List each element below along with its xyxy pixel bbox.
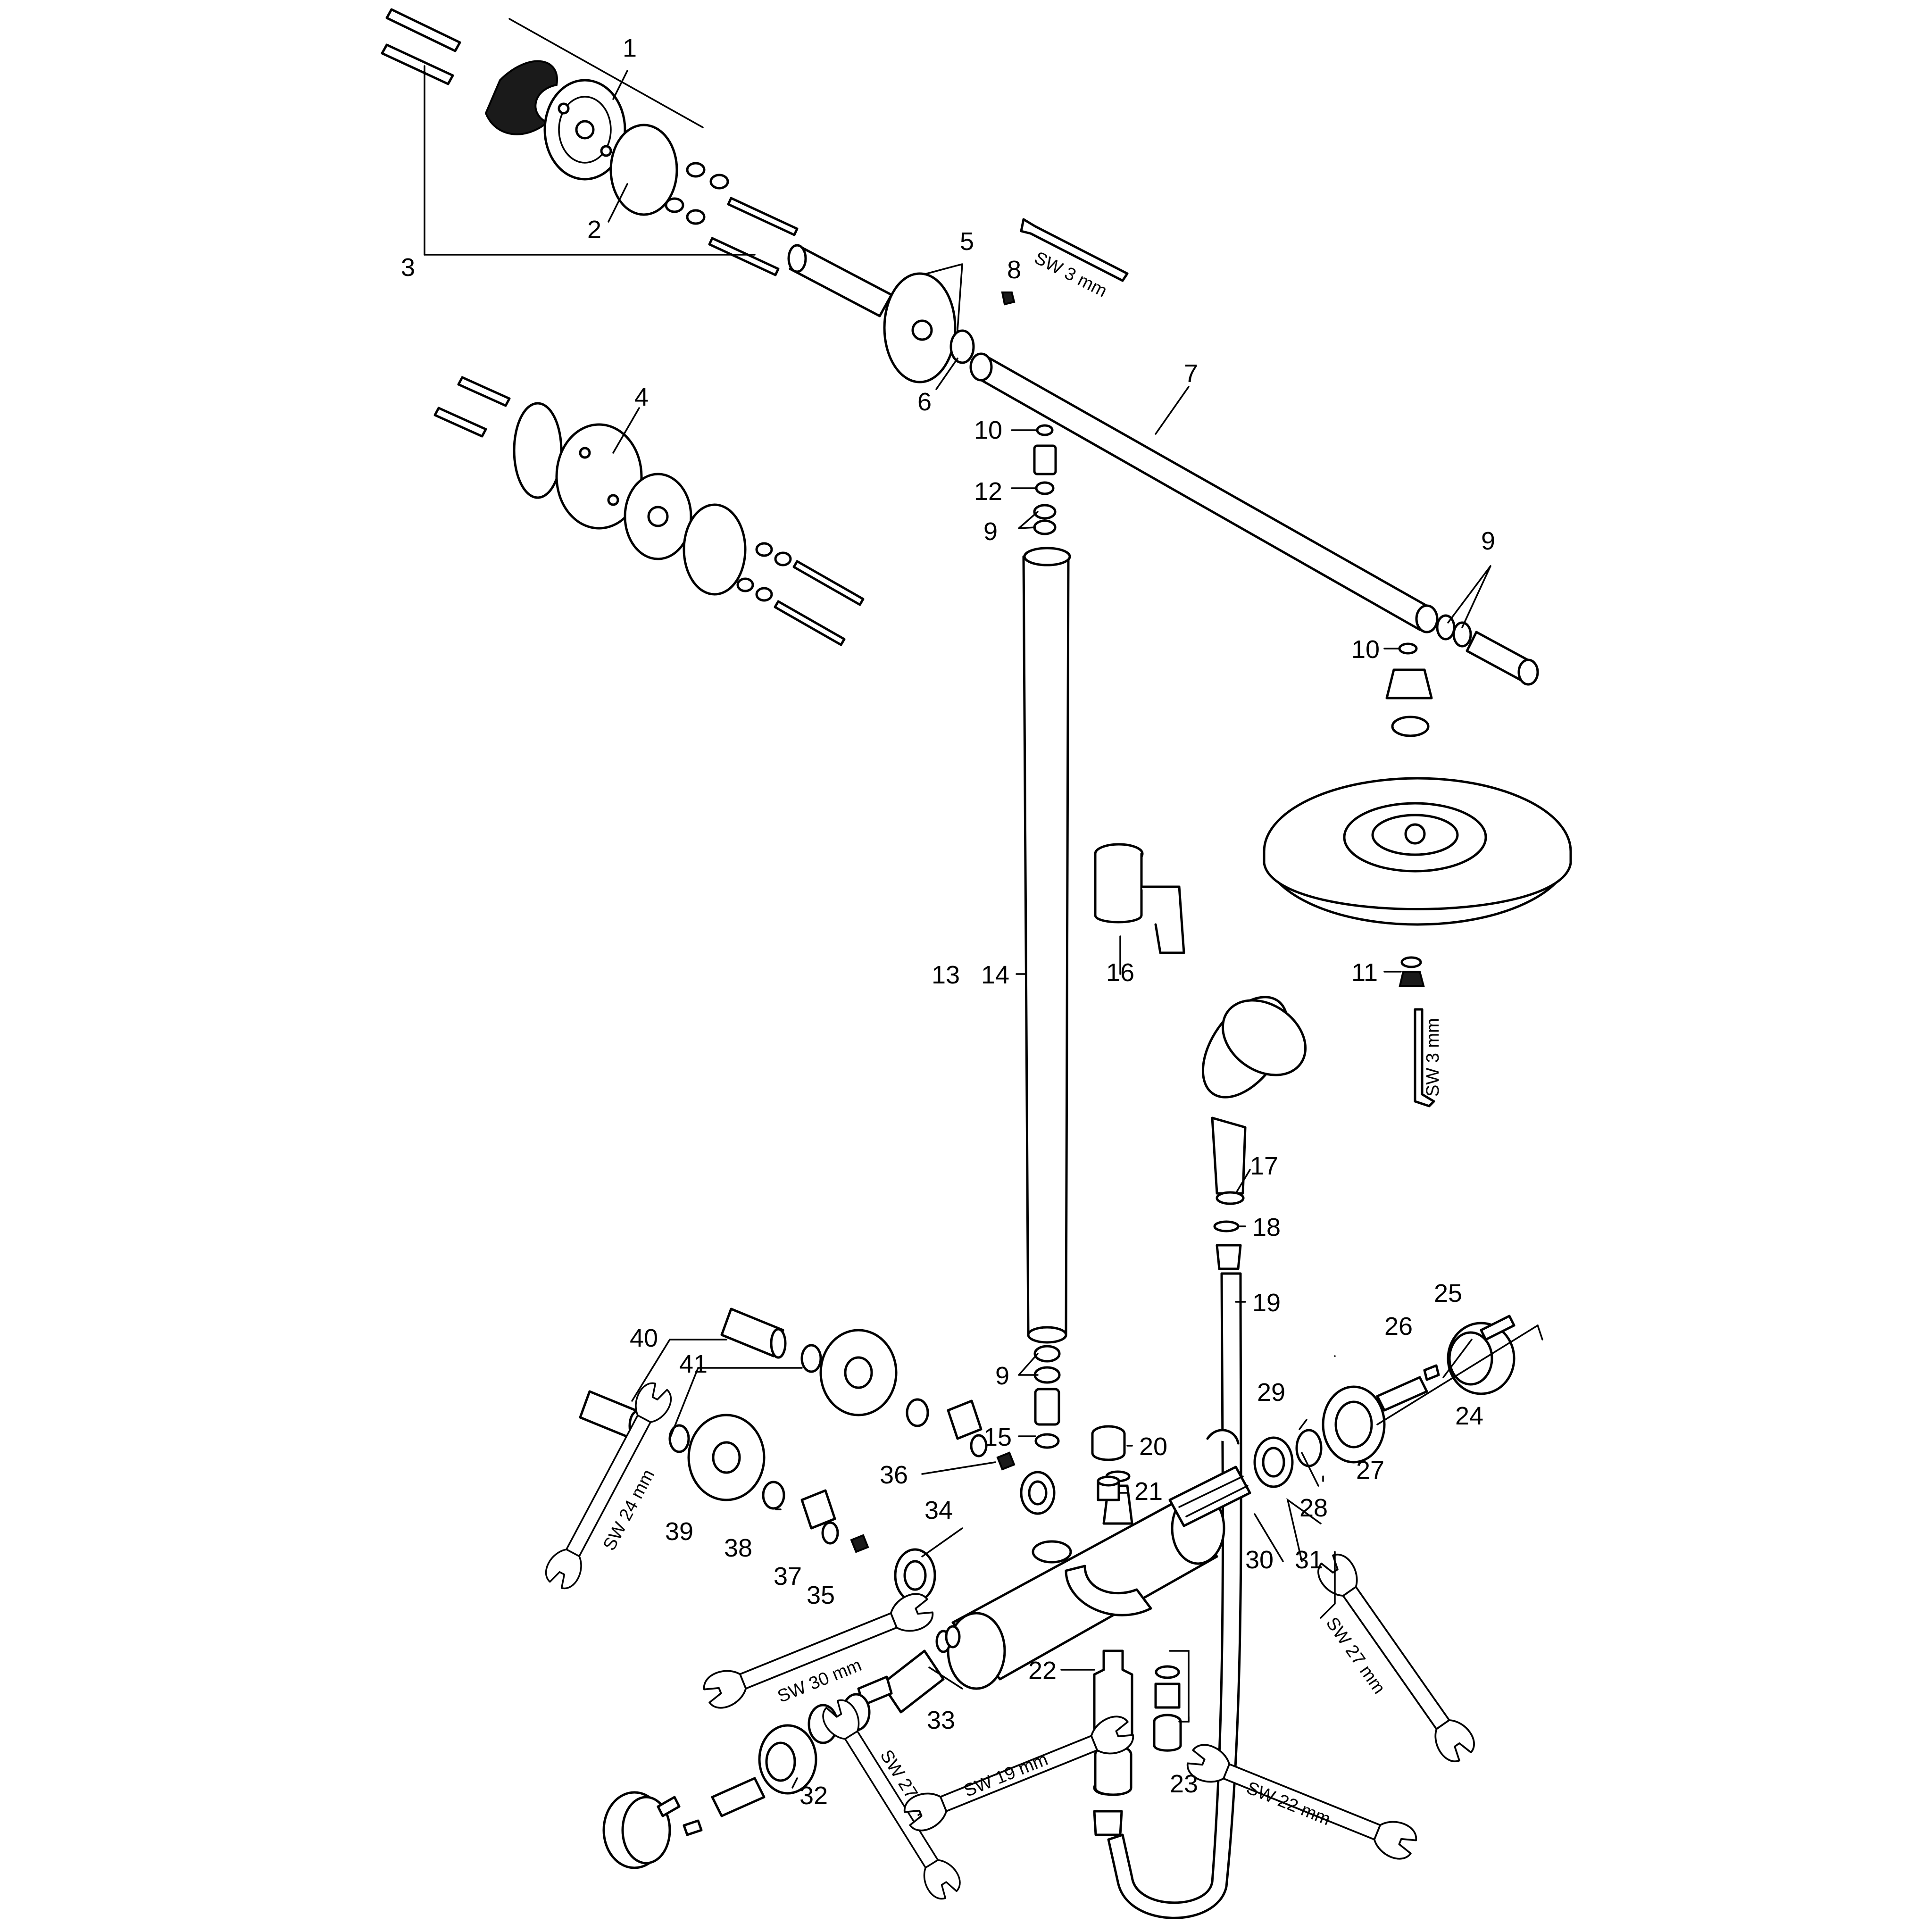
connector-15 (1034, 1388, 1060, 1426)
set-screw-8 (1001, 291, 1016, 306)
ring-38 (762, 1481, 785, 1510)
mounting-plate-gasket (484, 60, 558, 135)
right-cartridge-group (1168, 1315, 1543, 1527)
open-end-wrench-icon: SW 27 mm (1311, 1548, 1481, 1768)
label-part-2: 2 (587, 216, 601, 244)
hex-key-right-label: SW 3 mm (1423, 1018, 1443, 1097)
head-connector (1385, 668, 1433, 700)
shower-hose-19 (1107, 1272, 1242, 1919)
label-part-9-riser-top: 9 (983, 517, 998, 546)
hex-key-top-label: SW 3 mm (1031, 248, 1110, 301)
label-part-29: 29 (1257, 1378, 1285, 1407)
label-part-19: 19 (1252, 1289, 1281, 1317)
seal-41-top (800, 1344, 822, 1373)
label-part-40: 40 (630, 1324, 658, 1352)
label-part-25: 25 (1434, 1279, 1462, 1307)
ring-10-top (1036, 424, 1054, 436)
cartridge-36 (947, 1399, 983, 1440)
label-part-37: 37 (774, 1562, 802, 1591)
part-labels: 1 2 3 4 5 6 7 8 9 9 9 10 10 11 12 13 14 … (401, 34, 1495, 1810)
nipple-40-top (720, 1307, 784, 1357)
o-ring-2 (609, 124, 678, 216)
hand-shower-handle (1211, 1116, 1247, 1195)
wall-mount-middle-group (433, 376, 865, 646)
label-part-31: 31 (1295, 1546, 1323, 1574)
label-part-13: 13 (932, 961, 960, 989)
label-part-16: 16 (1106, 958, 1134, 987)
washers-screws-top (665, 162, 799, 276)
label-part-26: 26 (1384, 1312, 1413, 1341)
retaining-ring-4 (513, 402, 563, 499)
label-part-3: 3 (401, 253, 415, 282)
nozzle-11 (1399, 971, 1425, 987)
shower-arm-group (787, 244, 1539, 686)
thermostat-mixer-body (947, 1425, 1225, 1690)
o-ring-28 (1295, 1429, 1323, 1467)
sleeve-12-body (1033, 444, 1057, 475)
ring-38-top (906, 1398, 929, 1427)
leader-lines (608, 70, 1491, 1789)
label-part-21: 21 (1134, 1477, 1163, 1506)
label-part-12: 12 (974, 477, 1002, 506)
label-part-8: 8 (1007, 256, 1021, 284)
label-part-35: 35 (807, 1581, 835, 1609)
spindle-26 (1376, 1376, 1428, 1412)
label-part-38: 38 (724, 1534, 752, 1562)
ring-10-head (1398, 642, 1418, 655)
label-part-14: 14 (981, 961, 1009, 989)
anchor-bolts-top (381, 8, 461, 85)
label-part-4: 4 (634, 383, 649, 411)
cartridge-37 (800, 1489, 836, 1530)
label-part-27: 27 (1356, 1456, 1384, 1484)
label-part-34: 34 (924, 1496, 953, 1524)
label-part-32: 32 (799, 1782, 828, 1810)
label-part-9-arm: 9 (1481, 527, 1495, 555)
label-part-1: 1 (623, 34, 637, 62)
cartridge-33 (881, 1649, 945, 1714)
label-part-7: 7 (1184, 359, 1198, 388)
sleeve-12 (1035, 481, 1055, 495)
riser-pipe-group (1022, 424, 1071, 1449)
screw-35 (850, 1534, 869, 1553)
label-part-10-riser: 10 (974, 416, 1002, 444)
label-part-22: 22 (1028, 1657, 1057, 1685)
hex-key-icon: SW 3 mm (1414, 1008, 1443, 1108)
label-part-5: 5 (960, 227, 974, 256)
label-part-9-riser-bottom: 9 (995, 1362, 1009, 1390)
label-part-41: 41 (679, 1350, 708, 1378)
cartridge-30 (1168, 1466, 1251, 1527)
label-part-36: 36 (880, 1461, 908, 1489)
label-part-20: 20 (1139, 1432, 1167, 1461)
slider-16 (1094, 843, 1185, 954)
label-part-23: 23 (1170, 1770, 1198, 1798)
label-part-17: 17 (1250, 1152, 1278, 1180)
label-part-10-head: 10 (1351, 635, 1380, 664)
wall-mount-top-group (381, 8, 799, 276)
left-cartridge-group (579, 1307, 1056, 1869)
label-part-30: 30 (1245, 1546, 1274, 1574)
o-ring-6 (949, 329, 975, 364)
label-part-15: 15 (983, 1423, 1012, 1451)
label-part-11: 11 (1351, 958, 1378, 987)
spout (1065, 1565, 1152, 1616)
label-part-18: 18 (1252, 1213, 1281, 1241)
wall-flange-top (543, 79, 626, 181)
label-part-24: 24 (1455, 1402, 1483, 1430)
bracket-line-1 (508, 18, 704, 128)
label-part-6: 6 (917, 388, 932, 416)
label-part-33: 33 (927, 1706, 955, 1734)
overhead-shower-group (1263, 642, 1572, 987)
cover-disk-4 (555, 423, 643, 530)
hand-shower-group (1093, 996, 1307, 1919)
label-part-39: 39 (665, 1517, 693, 1546)
washer-18 (1213, 1220, 1240, 1232)
hex-key-icon: SW 3 mm (1020, 218, 1129, 301)
label-part-28: 28 (1299, 1494, 1328, 1522)
riser-pipe (1022, 555, 1070, 1336)
